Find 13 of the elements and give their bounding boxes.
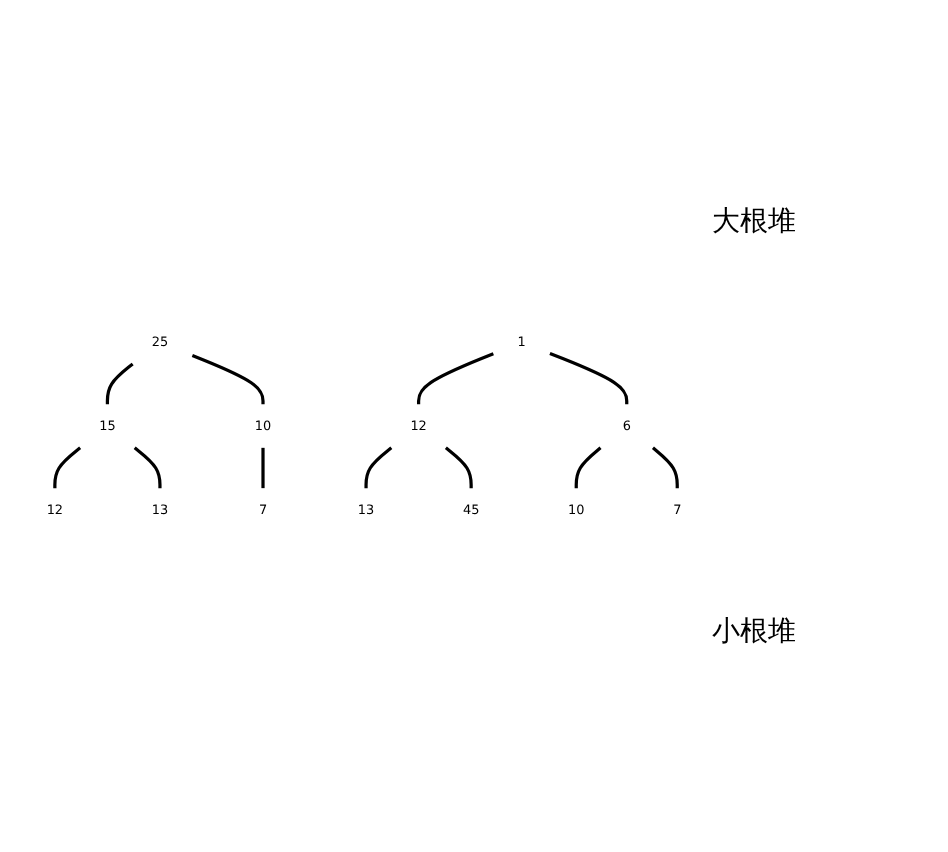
- connector: [105, 362, 134, 405]
- connector: [417, 352, 494, 405]
- heap-type-label: 大根堆: [712, 203, 798, 239]
- connector: [574, 446, 602, 489]
- heap-type-label: 小根堆: [712, 613, 798, 649]
- connector: [53, 446, 82, 489]
- connector: [651, 446, 679, 489]
- connector: [444, 446, 473, 489]
- connector: [549, 351, 629, 405]
- connector: [133, 446, 162, 489]
- connector: [191, 353, 265, 405]
- connector: [261, 447, 265, 489]
- connector: [364, 446, 393, 489]
